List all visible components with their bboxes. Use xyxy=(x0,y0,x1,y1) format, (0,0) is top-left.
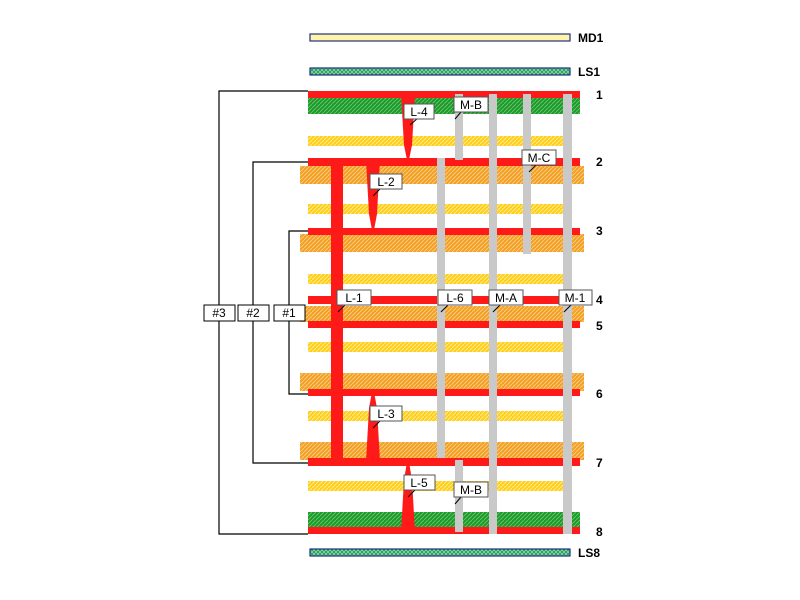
svg-text:L-2: L-2 xyxy=(377,175,395,189)
via-m-b-top xyxy=(455,94,463,160)
layer-number-7: 7 xyxy=(596,456,603,470)
ls1-legend-layer xyxy=(309,67,571,76)
layer-numbers: 1 2 3 4 5 6 7 8 xyxy=(596,88,603,539)
md1-label: MD1 xyxy=(578,31,604,45)
tag-l-5: L-5 xyxy=(403,474,436,498)
laser-vias xyxy=(331,94,415,532)
svg-text:L-3: L-3 xyxy=(377,407,395,421)
tag-l-3: L-3 xyxy=(369,405,403,429)
svg-text:L-1: L-1 xyxy=(345,291,363,305)
svg-text:M-1: M-1 xyxy=(565,291,586,305)
layer-number-5: 5 xyxy=(596,319,603,333)
prepreg-1 xyxy=(308,136,572,146)
layer-number-1: 1 xyxy=(596,88,603,102)
tag-m-1: M-1 xyxy=(558,289,593,313)
green-bottom xyxy=(308,512,580,529)
bracket-label-3: #3 xyxy=(212,306,226,320)
layer-number-3: 3 xyxy=(596,224,603,238)
svg-text:M-A: M-A xyxy=(495,291,517,305)
prepreg-6 xyxy=(308,481,572,491)
via-l-2 xyxy=(366,160,380,230)
via-l-1 xyxy=(331,160,343,462)
via-l-3 xyxy=(366,392,380,462)
svg-text:M-B: M-B xyxy=(460,483,482,497)
md1-mask-layer xyxy=(309,33,571,42)
layer-number-6: 6 xyxy=(596,387,603,401)
tag-l-4: L-4 xyxy=(403,103,435,126)
via-m-c xyxy=(523,94,531,254)
svg-text:L-4: L-4 xyxy=(410,105,428,119)
copper-layer-8 xyxy=(308,527,580,534)
svg-text:M-B: M-B xyxy=(460,98,482,112)
svg-text:L-6: L-6 xyxy=(446,291,464,305)
tag-m-b-bottom: M-B xyxy=(453,481,489,505)
svg-text:L-5: L-5 xyxy=(410,476,428,490)
tag-l-6: L-6 xyxy=(437,289,473,313)
bracket-labels: #3 #2 #1 xyxy=(203,304,306,322)
copper-layer-1 xyxy=(308,91,580,98)
tag-m-b-top: M-B xyxy=(453,96,489,120)
via-l-6 xyxy=(437,158,445,458)
bracket-label-2: #2 xyxy=(246,306,260,320)
green-top xyxy=(308,97,580,114)
layer-number-2: 2 xyxy=(596,155,603,169)
layer-number-8: 8 xyxy=(596,525,603,539)
bracket-label-1: #1 xyxy=(282,306,296,320)
tag-l-1: L-1 xyxy=(336,289,372,313)
tag-m-a: M-A xyxy=(488,289,524,313)
tag-m-c: M-C xyxy=(521,149,557,173)
via-m-1 xyxy=(563,94,572,534)
ls8-label: LS8 xyxy=(578,546,600,560)
tag-l-2: L-2 xyxy=(369,173,403,197)
via-tags: L-4 M-B M-C L-2 L-1 L-6 xyxy=(336,96,593,505)
svg-text:M-C: M-C xyxy=(528,151,551,165)
copper-layer-7 xyxy=(308,458,580,466)
ls8-legend-layer xyxy=(309,548,571,557)
via-m-a xyxy=(489,94,497,534)
layer-number-4: 4 xyxy=(596,293,603,307)
ls1-label: LS1 xyxy=(578,65,600,79)
